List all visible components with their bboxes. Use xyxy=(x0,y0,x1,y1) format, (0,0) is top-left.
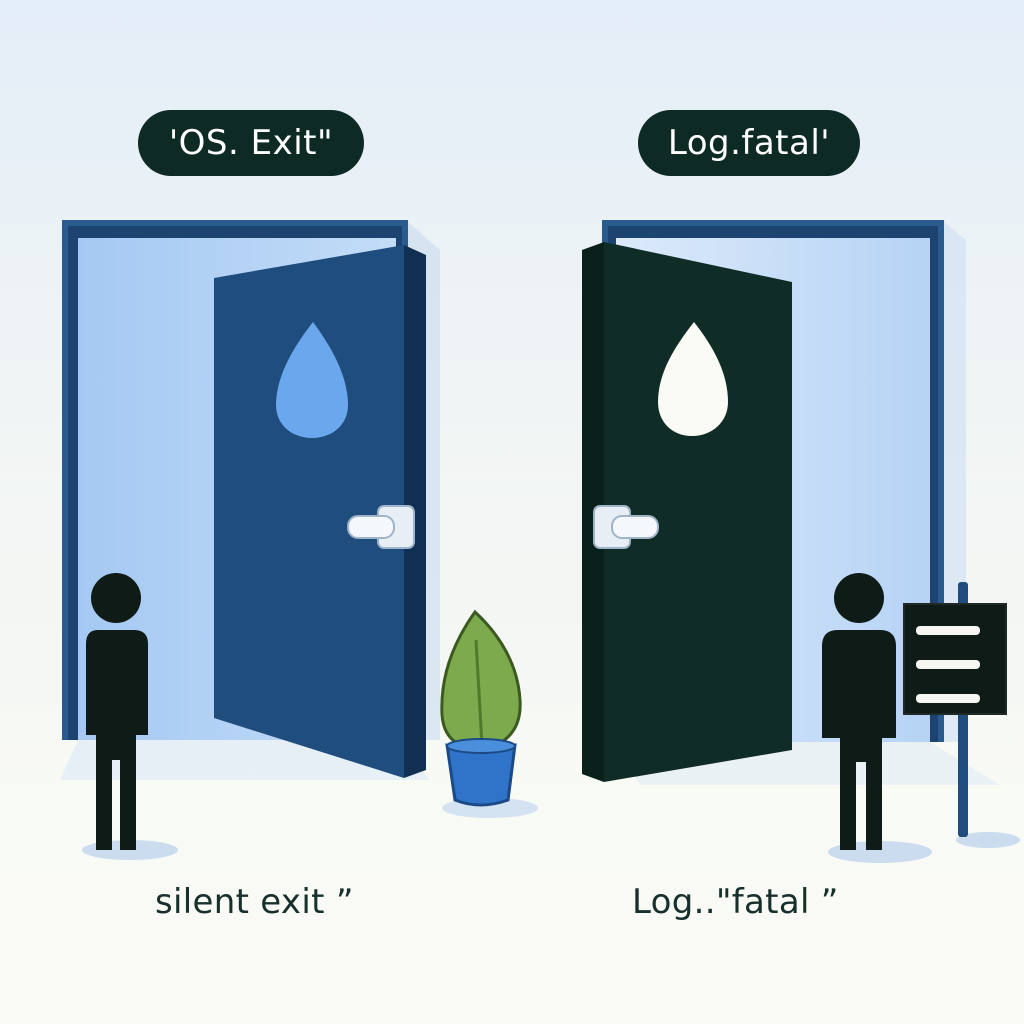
right-tag: Log.fatal' xyxy=(638,110,860,176)
left-caption: silent exit ” xyxy=(155,882,354,922)
left-tag: 'OS. Exit" xyxy=(138,110,364,176)
person-icon xyxy=(822,573,932,863)
right-caption: Log.."fatal ” xyxy=(632,882,839,922)
person-icon xyxy=(82,573,178,860)
sign-icon xyxy=(903,582,1020,848)
door-handle-icon[interactable] xyxy=(593,505,659,549)
left-door-panel[interactable] xyxy=(214,245,426,778)
teardrop-window-icon xyxy=(276,322,348,438)
right-door-panel[interactable] xyxy=(582,242,792,782)
potted-plant-icon xyxy=(440,609,538,818)
right-tag-text: Log.fatal' xyxy=(667,123,831,163)
teardrop-window-icon xyxy=(658,322,728,436)
left-tag-text: 'OS. Exit" xyxy=(168,123,334,163)
door-handle-icon[interactable] xyxy=(347,505,415,549)
